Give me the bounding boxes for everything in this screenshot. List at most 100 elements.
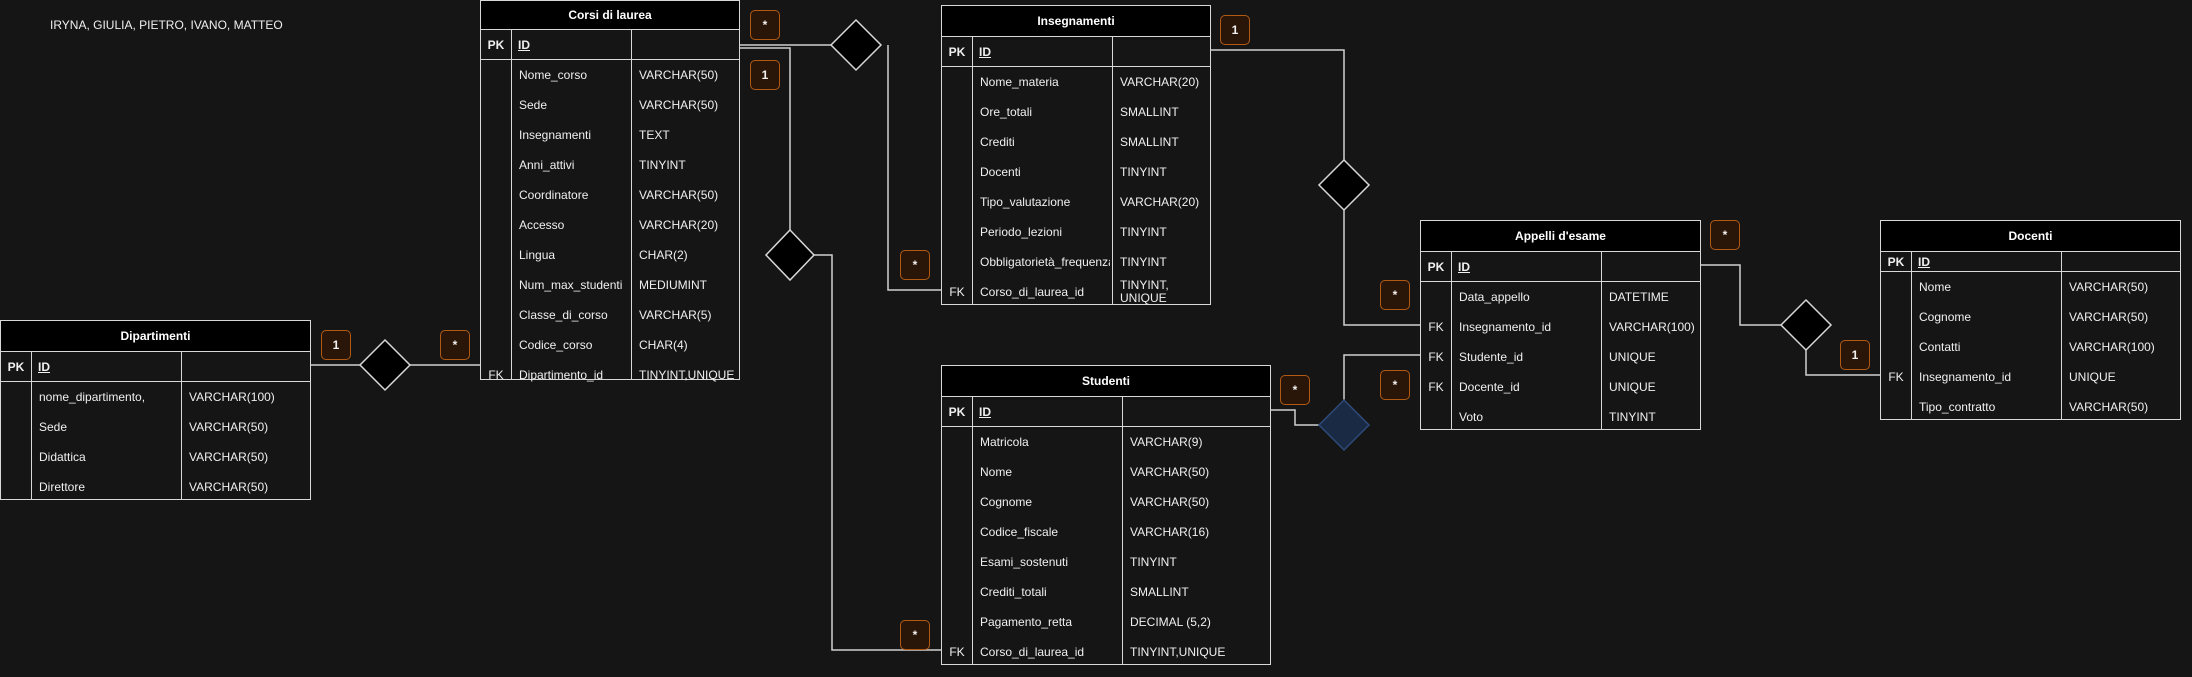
field-type: TINYINT <box>639 158 686 172</box>
field-type: VARCHAR(50) <box>639 68 719 82</box>
field-type: DATETIME <box>1609 290 1669 304</box>
pk-row: PK ID <box>942 397 1270 427</box>
pk-row: PK ID <box>1881 252 2180 272</box>
table-title: Corsi di laurea <box>481 1 739 30</box>
key-label <box>942 157 972 187</box>
field-name: Docenti <box>980 165 1021 179</box>
key-label <box>481 210 511 240</box>
pk-label: PK <box>7 359 25 374</box>
link-insegnamenti-appelli-bottom <box>1343 210 1420 326</box>
cardinality-badge: * <box>1380 370 1410 400</box>
pk-field: ID <box>38 359 50 374</box>
key-label <box>942 127 972 157</box>
cardinality-badge: 1 <box>1840 340 1870 370</box>
key-label <box>942 457 972 487</box>
relationship-diamond-corsi-stud <box>764 228 816 282</box>
field-name: nome_dipartimento, <box>39 390 146 404</box>
key-label <box>481 180 511 210</box>
table-title: Appelli d'esame <box>1421 221 1700 252</box>
field-name: Tipo_contratto <box>1919 400 1996 414</box>
pk-label: PK <box>948 44 966 59</box>
link-corsi-studenti-bottom <box>814 254 941 651</box>
key-label <box>942 97 972 127</box>
field-name: Didattica <box>39 450 86 464</box>
field-type: VARCHAR(100) <box>2069 340 2155 354</box>
field-type: CHAR(4) <box>639 338 688 352</box>
field-name: Insegnamento_id <box>1459 320 1552 334</box>
link-appelli-docenti-left <box>1700 264 1782 326</box>
field-name: Num_max_studenti <box>519 278 623 292</box>
pk-row: PK ID <box>1 352 310 382</box>
field-type: MEDIUMINT <box>639 278 707 292</box>
field-type: TINYINT,UNIQUE <box>1130 645 1226 659</box>
key-label <box>942 487 972 517</box>
field-name: Coordinatore <box>519 188 589 202</box>
key-label <box>481 330 511 360</box>
field-type: UNIQUE <box>2069 370 2116 384</box>
field-type: VARCHAR(50) <box>2069 280 2149 294</box>
field-name: Pagamento_retta <box>980 615 1073 629</box>
relationship-diamond-corsi-ins <box>829 18 883 72</box>
field-row: Pagamento_retta DECIMAL (5,2) <box>942 607 1270 637</box>
key-label <box>942 427 972 457</box>
field-name: Cognome <box>980 495 1033 509</box>
pk-field: ID <box>1458 259 1470 274</box>
field-type: TINYINT <box>1120 255 1167 269</box>
field-type: CHAR(2) <box>639 248 688 262</box>
field-name: Classe_di_corso <box>519 308 608 322</box>
cardinality-badge: * <box>750 10 780 40</box>
field-type: TEXT <box>639 128 670 142</box>
pk-field: ID <box>518 37 530 52</box>
field-row: Coordinatore VARCHAR(50) <box>481 180 739 210</box>
field-type: TINYINT <box>1609 410 1656 424</box>
field-name: Data_appello <box>1459 290 1530 304</box>
field-name: Matricola <box>980 435 1029 449</box>
key-label: FK <box>1428 320 1444 334</box>
field-name: Insegnamenti <box>519 128 592 142</box>
field-type: TINYINT, UNIQUE <box>1120 278 1169 305</box>
table-title: Docenti <box>1881 221 2180 252</box>
table-dipartimenti[interactable]: Dipartimenti PK ID nome_dipartimento,VAR… <box>0 320 311 500</box>
field-type: VARCHAR(50) <box>639 98 719 112</box>
link-studenti-appelli-right <box>1343 354 1420 400</box>
field-type: VARCHAR(50) <box>189 450 269 464</box>
field-name: Sede <box>519 98 548 112</box>
field-name: Corso_di_laurea_id <box>980 645 1085 659</box>
field-type: VARCHAR(50) <box>639 188 719 202</box>
field-type: DECIMAL (5,2) <box>1130 615 1211 629</box>
field-name: Nome <box>980 465 1013 479</box>
key-label <box>1 382 31 412</box>
pk-row: PK ID <box>481 30 739 60</box>
pk-label: PK <box>1887 254 1905 269</box>
field-type: TINYINT <box>1120 225 1167 239</box>
key-label <box>942 247 972 277</box>
key-label <box>1 472 31 502</box>
pk-row: PK ID <box>942 37 1210 67</box>
key-label <box>1421 402 1451 432</box>
field-name: Nome_corso <box>519 68 588 82</box>
key-label <box>481 150 511 180</box>
key-label <box>481 240 511 270</box>
field-type: VARCHAR(20) <box>1120 195 1200 209</box>
field-name: Crediti_totali <box>980 585 1047 599</box>
key-label <box>942 217 972 247</box>
field-type: VARCHAR(50) <box>1130 465 1210 479</box>
key-label: FK <box>488 368 504 382</box>
